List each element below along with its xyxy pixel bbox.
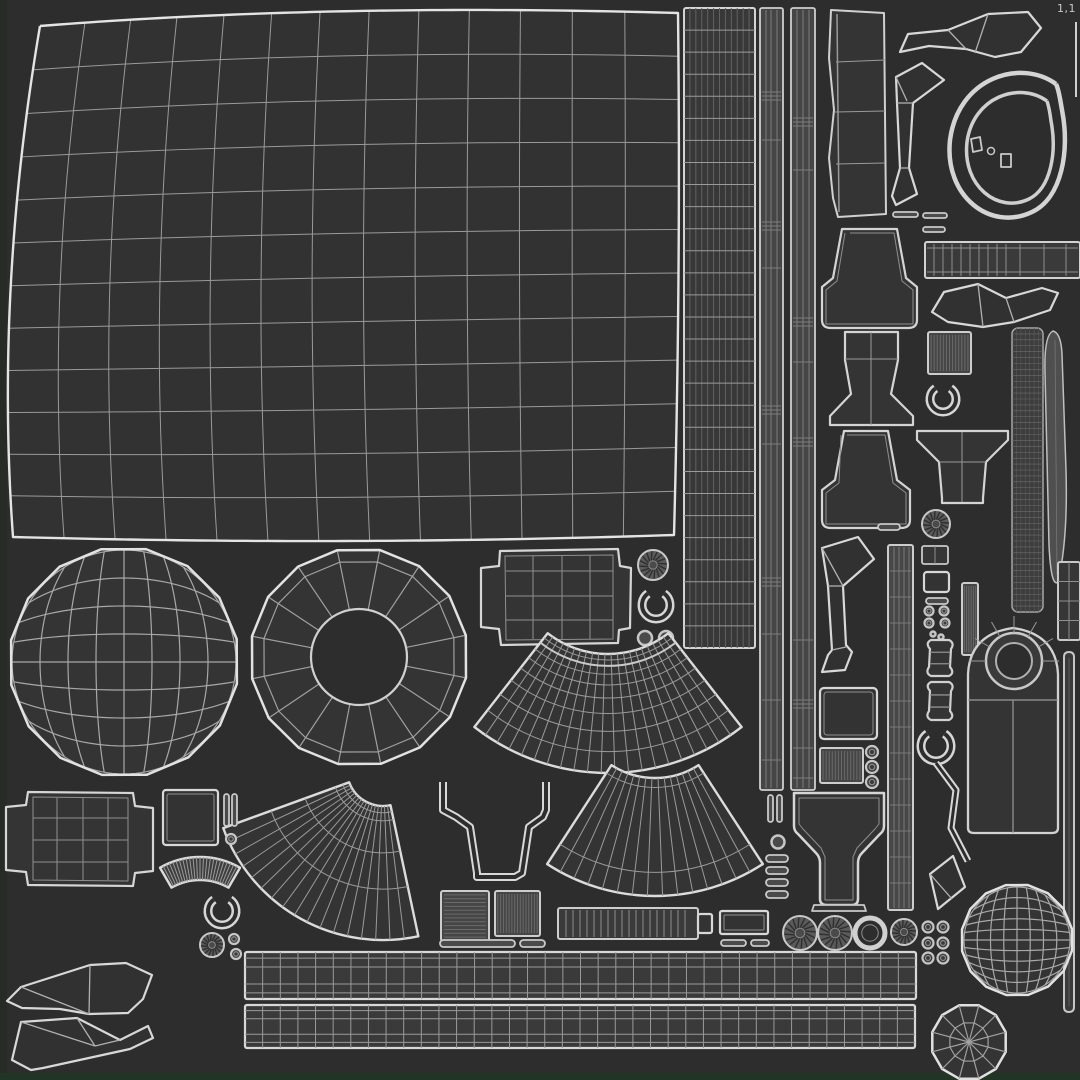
island-thick-ring[interactable]	[852, 915, 888, 951]
island-hatch-block-b[interactable]	[819, 747, 864, 784]
island-boot-strip-a[interactable]	[890, 61, 946, 207]
island-folded-wing[interactable]	[898, 10, 1043, 59]
island-bent-ribbon[interactable]	[933, 760, 972, 863]
island-band-strip-b[interactable]	[790, 7, 816, 791]
island-turbine-disc-b[interactable]	[637, 549, 669, 581]
island-dash-3[interactable]	[922, 226, 946, 233]
island-chain-link-a[interactable]	[926, 638, 954, 678]
island-tread-strip-wide[interactable]	[683, 7, 756, 649]
island-boot-strip-b[interactable]	[820, 535, 876, 674]
island-pill-h[interactable]	[765, 890, 789, 899]
island-fork-bracket[interactable]	[439, 782, 550, 881]
island-cone-fan-large[interactable]	[222, 781, 420, 942]
island-turbine-disc-d[interactable]	[782, 915, 818, 951]
island-curved-panel-grid[interactable]	[6, 8, 681, 543]
island-pill-g[interactable]	[765, 878, 789, 887]
island-grommet-c[interactable]	[770, 834, 786, 850]
island-zipper-arc[interactable]	[158, 855, 242, 889]
island-box-unwrap-b[interactable]	[4, 790, 155, 888]
island-clip-ring-a[interactable]	[925, 384, 961, 417]
island-clip-ring-d[interactable]	[916, 730, 956, 766]
uv-coordinate-label: 1,1	[1057, 2, 1076, 15]
island-folded-plane-b[interactable]	[10, 1016, 155, 1072]
island-nut-col-a[interactable]	[864, 744, 880, 760]
island-pill-f[interactable]	[765, 866, 789, 875]
island-torus-ring[interactable]	[250, 548, 468, 766]
island-rail-strip-top[interactable]	[243, 950, 918, 1001]
island-vbar-d[interactable]	[776, 794, 783, 823]
island-sphere-cap-large[interactable]	[9, 547, 239, 777]
island-ribbed-strip[interactable]	[557, 907, 699, 940]
island-plain-square[interactable]	[161, 788, 220, 847]
island-band-strip-a[interactable]	[759, 7, 784, 791]
island-nut-c[interactable]	[229, 947, 243, 961]
island-hatch-block-v[interactable]	[494, 890, 541, 937]
island-nut-col-b[interactable]	[864, 759, 880, 775]
island-dash-2[interactable]	[922, 212, 948, 219]
island-rail-strip-bottom[interactable]	[243, 1003, 917, 1050]
island-sphere-cap-small[interactable]	[960, 883, 1074, 997]
island-dash-1[interactable]	[892, 211, 919, 218]
island-turbine-disc-f[interactable]	[890, 918, 918, 946]
island-pedestal-c[interactable]	[820, 429, 912, 530]
island-nut-e[interactable]	[938, 605, 950, 617]
island-edge-grid-rect[interactable]	[1057, 561, 1080, 641]
island-chain-link-b[interactable]	[926, 680, 954, 722]
island-pill-d[interactable]	[750, 939, 770, 947]
island-dot-a[interactable]	[929, 630, 937, 638]
island-nut-a[interactable]	[224, 832, 238, 846]
island-turbine-disc-e[interactable]	[817, 915, 853, 951]
island-vbar-c[interactable]	[767, 794, 774, 823]
island-nut-col-c[interactable]	[864, 774, 880, 790]
island-pill-i[interactable]	[925, 597, 949, 605]
island-tilted-quad[interactable]	[928, 854, 967, 911]
island-cone-band-wide[interactable]	[473, 632, 743, 775]
island-funnel-stand[interactable]	[915, 429, 1010, 505]
island-segmented-ruler-strip[interactable]	[924, 241, 1080, 279]
canvas-bottom-margin	[0, 1073, 1080, 1080]
island-funnel-large[interactable]	[792, 791, 886, 912]
island-nut-f[interactable]	[923, 617, 935, 629]
island-pedestal-a[interactable]	[820, 227, 919, 330]
island-vbar-b[interactable]	[231, 793, 238, 827]
island-hatch-block-c[interactable]	[961, 582, 979, 656]
island-dot-b[interactable]	[937, 633, 945, 641]
island-cell-pair[interactable]	[921, 545, 949, 565]
island-grommet-a[interactable]	[636, 629, 654, 647]
island-clip-ring-b[interactable]	[637, 589, 675, 624]
island-plain-square-b[interactable]	[818, 686, 879, 741]
island-cone-band-mid[interactable]	[545, 763, 765, 898]
island-paper-fold[interactable]	[930, 282, 1060, 329]
island-clip-ring-c[interactable]	[203, 895, 241, 930]
island-nut-b[interactable]	[227, 932, 241, 946]
island-vase-b[interactable]	[828, 330, 915, 427]
island-fine-grid-column[interactable]	[1011, 327, 1044, 613]
island-nut-grid[interactable]	[921, 920, 950, 965]
island-padlock-body[interactable]	[966, 616, 1060, 835]
island-box-unwrap-a[interactable]	[479, 547, 633, 647]
island-teardrop-trim[interactable]	[947, 70, 1068, 220]
island-nut-g[interactable]	[939, 617, 951, 629]
island-pill-under-pedestal[interactable]	[877, 523, 901, 531]
island-pill-c[interactable]	[720, 939, 747, 947]
island-small-card[interactable]	[922, 570, 951, 594]
island-spoke-disc[interactable]	[931, 1004, 1007, 1080]
island-hatch-block-a[interactable]	[927, 331, 972, 375]
island-nut-d[interactable]	[923, 605, 935, 617]
island-pill-e[interactable]	[765, 854, 789, 863]
island-hatch-block-h[interactable]	[440, 890, 490, 942]
island-small-plate[interactable]	[718, 909, 770, 936]
island-turbine-disc-a[interactable]	[921, 509, 951, 539]
island-pill-long[interactable]	[439, 939, 516, 948]
island-pill-short[interactable]	[519, 939, 546, 948]
island-vbar-a[interactable]	[223, 793, 230, 827]
canvas-left-margin	[0, 0, 7, 1080]
island-blade[interactable]	[1044, 330, 1068, 584]
island-turbine-disc-c[interactable]	[199, 932, 225, 958]
island-ladder-strip[interactable]	[887, 544, 914, 911]
island-folded-plane-a[interactable]	[5, 961, 154, 1016]
island-strip-tab[interactable]	[696, 912, 714, 935]
island-bent-side-panel[interactable]	[828, 9, 887, 218]
